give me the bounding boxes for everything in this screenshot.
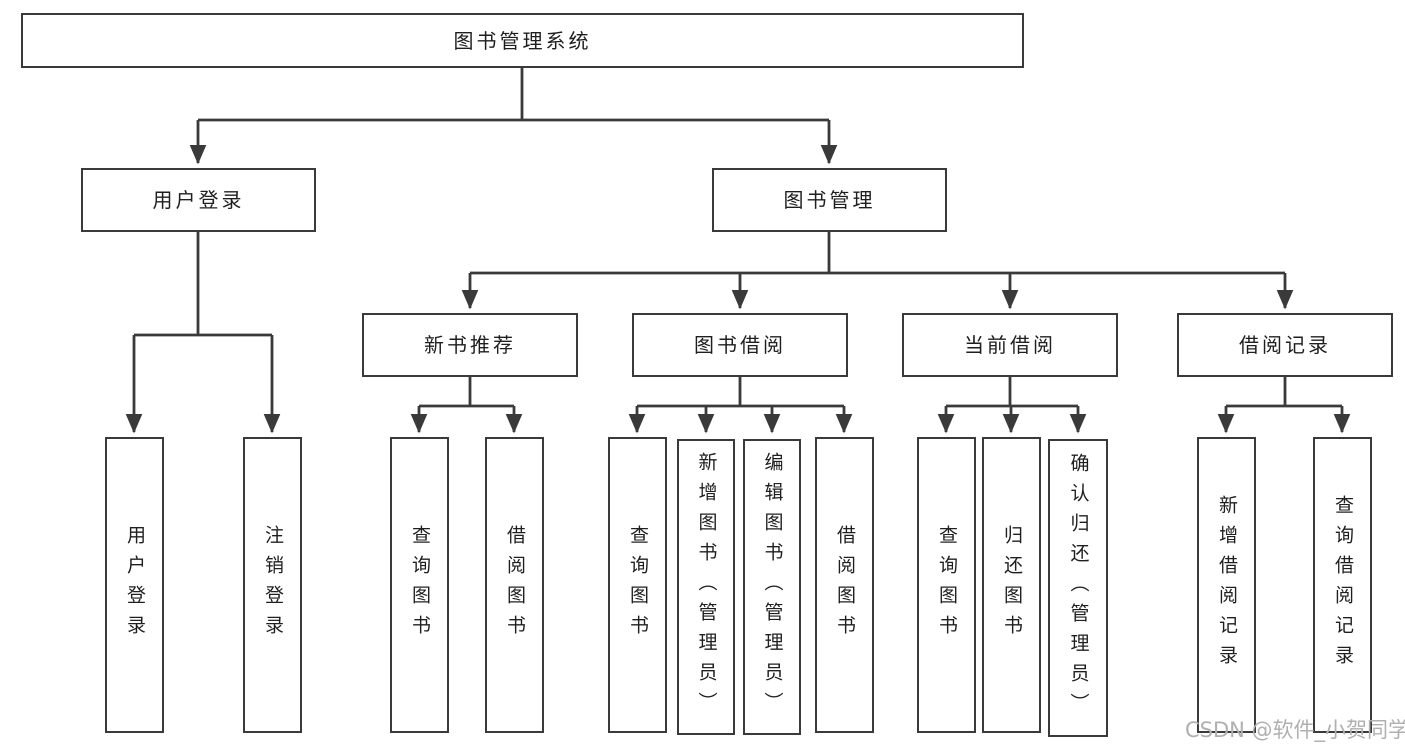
- leaf-cb-confirm-return-admin: 确认归还（管理员）: [1048, 439, 1108, 737]
- node-root: 图书管理系统: [21, 13, 1024, 68]
- leaf-bb-add-book-admin: 新增图书（管理员）: [677, 439, 735, 735]
- leaf-cb-query-book: 查询图书: [917, 437, 976, 733]
- node-current-borrowing: 当前借阅: [902, 313, 1118, 377]
- node-book-borrowing: 图书借阅: [632, 313, 848, 377]
- leaf-logout: 注销登录: [243, 437, 302, 733]
- watermark-text: CSDN @软件_小贺同学: [1185, 718, 1405, 742]
- leaf-bb-borrow-book: 借阅图书: [815, 437, 874, 733]
- node-book-management: 图书管理: [712, 168, 947, 232]
- leaf-user-login: 用户登录: [105, 437, 164, 733]
- leaf-bb-edit-book-admin: 编辑图书（管理员）: [743, 439, 801, 735]
- node-new-book-recommendation: 新书推荐: [362, 313, 578, 377]
- leaf-br-add-record: 新增借阅记录: [1197, 437, 1256, 733]
- leaf-cb-return-book: 归还图书: [982, 437, 1041, 733]
- node-user-login: 用户登录: [81, 168, 316, 232]
- leaf-bb-query-book: 查询图书: [608, 437, 667, 733]
- leaf-nb-query-book: 查询图书: [390, 437, 449, 733]
- node-borrowing-records: 借阅记录: [1177, 313, 1393, 377]
- leaf-nb-borrow-book: 借阅图书: [485, 437, 544, 733]
- leaf-br-query-record: 查询借阅记录: [1313, 437, 1372, 733]
